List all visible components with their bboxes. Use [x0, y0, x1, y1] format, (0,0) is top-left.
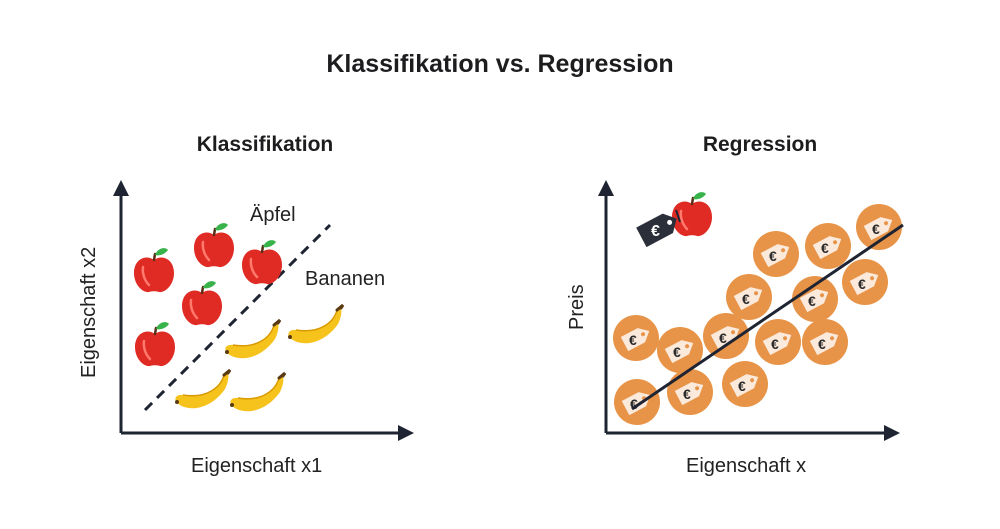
- svg-text:€: €: [771, 336, 779, 352]
- class-label-bananas: Bananen: [305, 268, 386, 290]
- y-axis-label-right: Preis: [566, 284, 588, 330]
- svg-text:€: €: [872, 221, 880, 237]
- price-tag-icon: €: [856, 204, 902, 250]
- price-tag-icon: €: [613, 315, 659, 361]
- apple-icon: [133, 320, 177, 368]
- svg-text:€: €: [651, 223, 660, 240]
- apple-icon: [240, 238, 284, 286]
- svg-text:€: €: [630, 396, 638, 412]
- price-tag-icon: €: [614, 379, 660, 425]
- x-axis-label-left: Eigenschaft x1: [191, 455, 323, 477]
- svg-text:€: €: [738, 378, 746, 394]
- regression-axes: [598, 180, 900, 441]
- svg-text:€: €: [808, 293, 816, 309]
- regression-heading: Regression: [702, 133, 818, 156]
- apple-icon: [132, 246, 176, 294]
- price-tag-icon: €: [842, 259, 888, 305]
- banana-icon: [173, 368, 232, 410]
- classification-axes: [113, 180, 414, 441]
- page-title: Klassifikation vs. Regression: [326, 50, 674, 78]
- price-tag-icon: €: [726, 274, 772, 320]
- price-tag-icon: €: [657, 327, 703, 373]
- svg-text:€: €: [821, 240, 829, 256]
- x-axis-label-right: Eigenschaft x: [686, 455, 807, 477]
- apple-icon: [180, 279, 224, 327]
- svg-text:€: €: [742, 291, 750, 307]
- svg-text:€: €: [719, 330, 727, 346]
- regression-line: [631, 223, 904, 411]
- price-tag-icon: €: [722, 361, 768, 407]
- apple-price-tag-icon: €: [636, 190, 714, 248]
- price-tag-icon: €: [703, 313, 749, 359]
- price-tag-icon: €: [755, 319, 801, 365]
- price-tag-icon: €: [667, 369, 713, 415]
- svg-text:€: €: [858, 276, 866, 292]
- apple-icon: [192, 221, 236, 269]
- y-axis-label-left: Eigenschaft x2: [78, 246, 100, 378]
- banana-icon: [228, 371, 287, 413]
- price-tag-icon: €: [805, 223, 851, 269]
- banana-icon: [286, 303, 345, 345]
- class-label-apples: Äpfel: [250, 204, 296, 226]
- classification-heading: Klassifikation: [196, 133, 334, 156]
- price-tag-icon: €: [753, 231, 799, 277]
- price-tag-icon: €: [792, 276, 838, 322]
- svg-text:€: €: [818, 336, 826, 352]
- svg-text:€: €: [673, 344, 681, 360]
- svg-text:€: €: [769, 248, 777, 264]
- decision-boundary: [143, 223, 332, 412]
- svg-text:€: €: [683, 386, 691, 402]
- banana-icon: [223, 318, 282, 360]
- price-tag-icon: €: [802, 319, 848, 365]
- svg-text:€: €: [629, 332, 637, 348]
